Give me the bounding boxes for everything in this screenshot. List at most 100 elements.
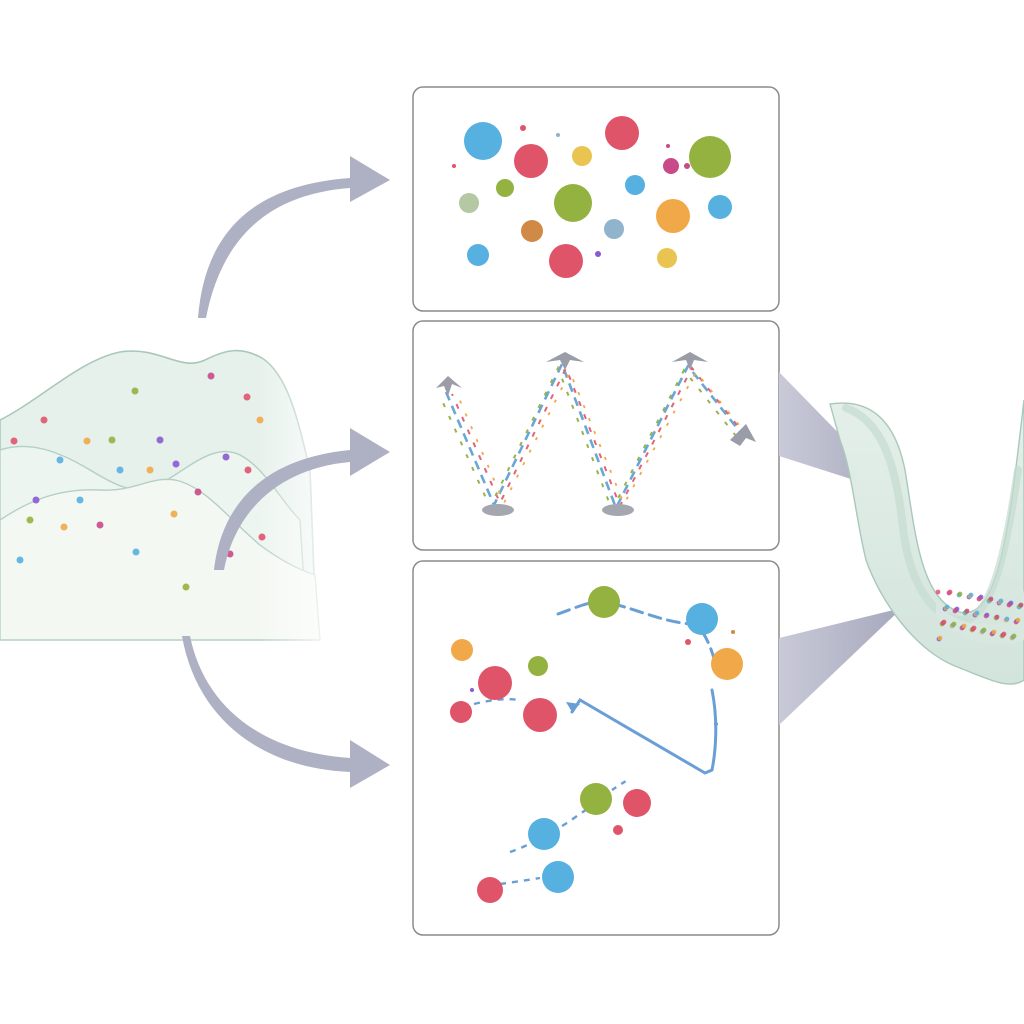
- landscape-particle: [244, 466, 252, 474]
- valley-particle: [998, 598, 1004, 604]
- curved-arrow-icon: [182, 636, 390, 788]
- valley-particle: [1001, 631, 1007, 637]
- landscape-particle: [258, 533, 266, 541]
- valley-particle: [994, 614, 1000, 620]
- trajectory-speck: [731, 630, 735, 634]
- scatter-dot: [467, 244, 489, 266]
- landscape-particle: [116, 466, 124, 474]
- valley-particle: [1015, 617, 1021, 623]
- valley-particle: [974, 610, 980, 616]
- landscape-particle: [170, 510, 178, 518]
- landscape-particle: [96, 521, 104, 529]
- scatter-speck: [520, 125, 526, 131]
- valley-particle: [984, 612, 990, 618]
- landscape-particle: [132, 548, 140, 556]
- valley-particle: [968, 592, 974, 598]
- trajectory-dot: [711, 648, 743, 680]
- landscape-particle: [146, 466, 154, 474]
- trajectory-dot: [528, 656, 548, 676]
- landscape-particle: [56, 456, 64, 464]
- valley-particle: [951, 621, 957, 627]
- curved-arrow-icon: [214, 428, 390, 570]
- valley-particle: [1011, 633, 1017, 639]
- trajectory-dot: [477, 877, 503, 903]
- landscape-particle: [83, 437, 91, 445]
- trajectory-dot: [686, 603, 718, 635]
- valley-particle: [981, 627, 987, 633]
- panel-oscillation: [412, 320, 780, 551]
- trajectory-dot: [580, 783, 612, 815]
- landscape-particle: [108, 436, 116, 444]
- landscape-particle: [131, 387, 139, 395]
- wavy-landscape-with-scattered-particles-icon: [0, 330, 330, 650]
- landscape-particle: [207, 372, 215, 380]
- landscape-particle: [32, 496, 40, 504]
- scatter-dot: [605, 116, 639, 150]
- valley-particle: [964, 608, 970, 614]
- landscape-particle: [243, 393, 251, 401]
- scattered-dots-icon: [452, 116, 732, 278]
- target-landscape: [829, 399, 1024, 685]
- trajectory-dot: [623, 789, 651, 817]
- scatter-dot: [549, 244, 583, 278]
- valley-particle: [978, 594, 984, 600]
- source-landscape: [0, 330, 330, 650]
- valley-particle: [1008, 600, 1014, 606]
- landscape-particle: [60, 523, 68, 531]
- valley-particle: [954, 606, 960, 612]
- valley-particle: [937, 635, 943, 641]
- panel-trajectories: [412, 560, 780, 936]
- landscape-particle: [26, 516, 34, 524]
- scatter-dot: [459, 193, 479, 213]
- trajectory-speck: [714, 722, 718, 726]
- trajectory-dot: [451, 639, 473, 661]
- trajectory-dot: [478, 666, 512, 700]
- valley-particle: [935, 589, 941, 595]
- valley-particle: [988, 596, 994, 602]
- valley-particle: [957, 591, 963, 597]
- scatter-speck: [684, 163, 690, 169]
- landscape-particle: [40, 416, 48, 424]
- trajectory-dot: [528, 818, 560, 850]
- scatter-dot: [656, 199, 690, 233]
- valley-particle: [971, 625, 977, 631]
- dot-trajectories-icon: [450, 586, 743, 903]
- panel-scattered: [412, 86, 780, 312]
- valley-particle: [991, 629, 997, 635]
- scatter-dot: [464, 122, 502, 160]
- scatter-speck: [666, 144, 670, 148]
- trajectory-speck: [685, 639, 691, 645]
- scatter-dot: [708, 195, 732, 219]
- scatter-dot: [496, 179, 514, 197]
- scatter-speck: [556, 133, 560, 137]
- valley-particle: [961, 623, 967, 629]
- scatter-speck: [452, 164, 456, 168]
- landscape-particle: [256, 416, 264, 424]
- trajectory-speck: [470, 688, 474, 692]
- landscape-particle: [222, 453, 230, 461]
- landscape-particle: [172, 460, 180, 468]
- scatter-dot: [657, 248, 677, 268]
- trajectory-dot: [542, 861, 574, 893]
- scatter-speck: [595, 251, 601, 257]
- trajectory-dot: [588, 586, 620, 618]
- scatter-dot: [572, 146, 592, 166]
- valley-particle: [947, 589, 953, 595]
- landscape-particle: [182, 583, 190, 591]
- valley-particle: [1018, 602, 1024, 608]
- landscape-particle: [16, 556, 24, 564]
- converging-arrow-icon: [779, 608, 902, 725]
- trajectory-dot: [523, 698, 557, 732]
- landscape-particle: [10, 437, 18, 445]
- landscape-particle: [156, 436, 164, 444]
- trajectory-speck: [613, 825, 623, 835]
- scatter-dot: [514, 144, 548, 178]
- valley-particle: [1004, 616, 1010, 622]
- scatter-dot: [625, 175, 645, 195]
- branch-arrows: [182, 156, 390, 788]
- curved-arrow-icon: [198, 156, 390, 318]
- trajectory-dot: [450, 701, 472, 723]
- landscape-particle: [76, 496, 84, 504]
- scatter-dot: [689, 136, 731, 178]
